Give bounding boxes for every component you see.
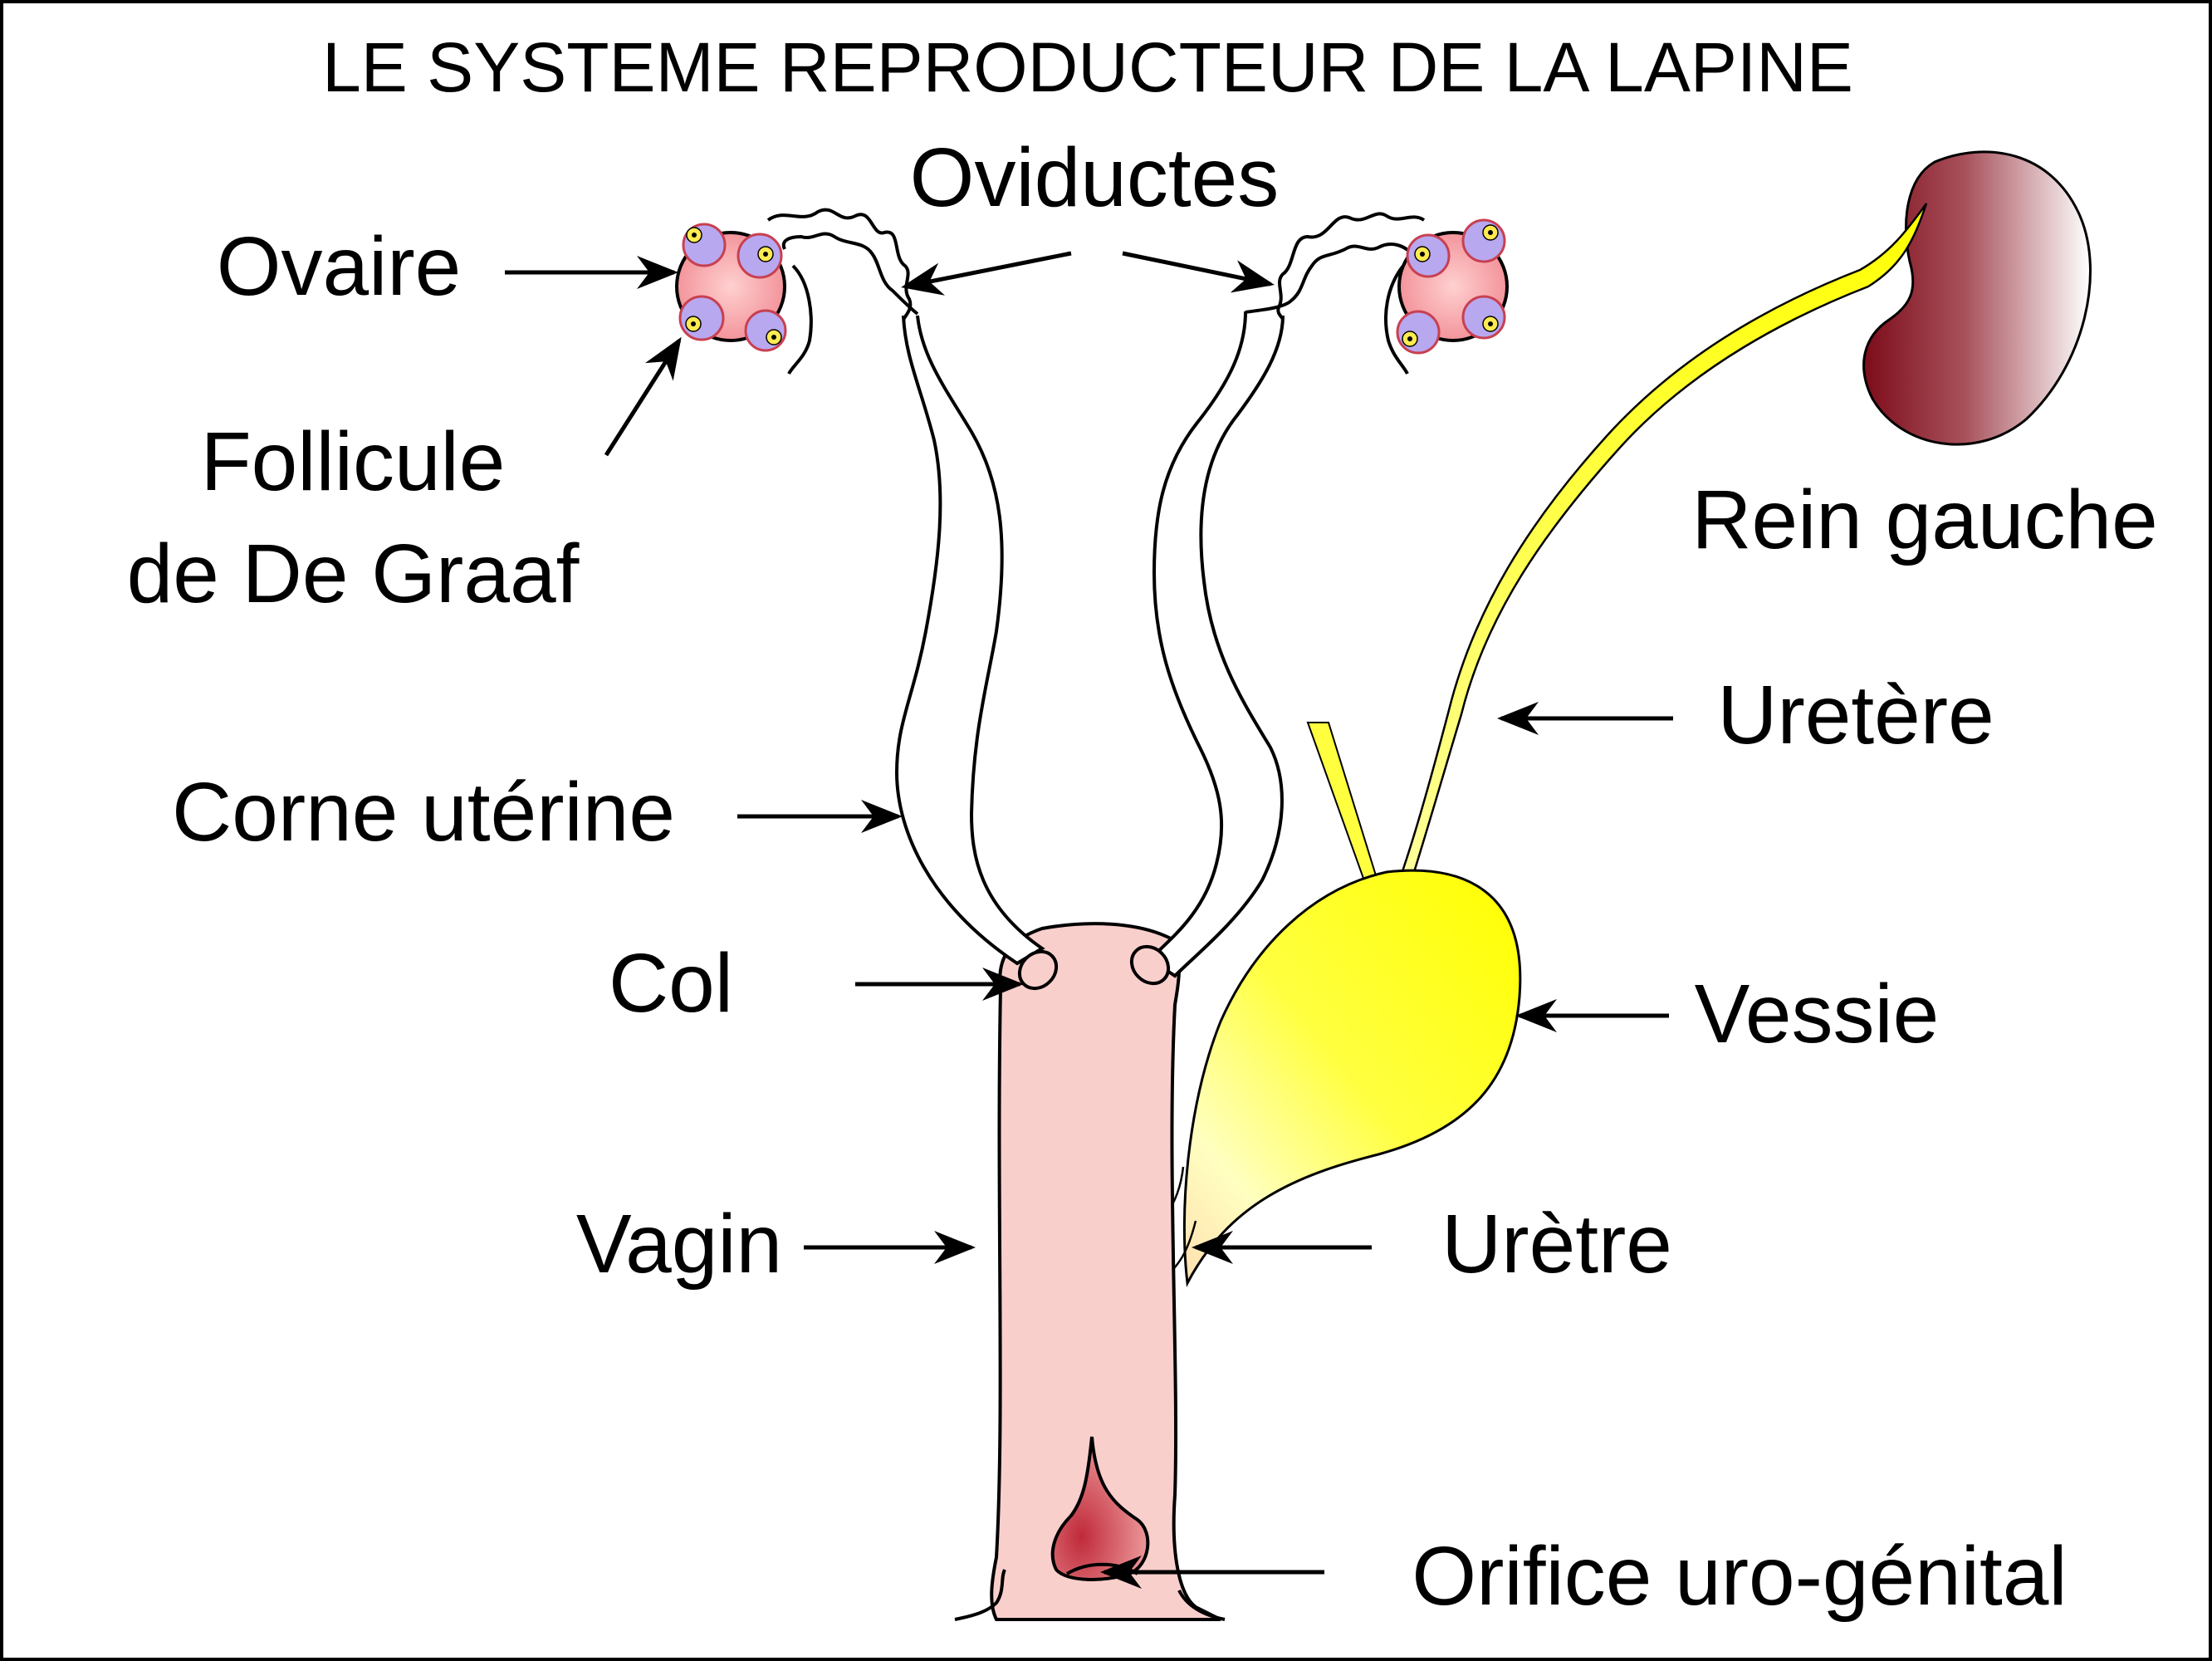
- label-ovaire: Ovaire: [217, 220, 462, 313]
- oviduct-left-inner: [781, 232, 919, 316]
- label-col: Col: [609, 937, 733, 1030]
- arrow-follicule: [604, 336, 682, 457]
- vagina: [990, 922, 1221, 1621]
- cervix-left: [1017, 949, 1059, 991]
- vagina-base-left: [954, 1569, 1006, 1621]
- oviduct-left: [766, 208, 913, 321]
- vagina-base-right: [1177, 1590, 1226, 1621]
- ovary-right: [1396, 218, 1509, 355]
- label-follicule-1: Follicule: [201, 415, 506, 508]
- arrow-oviducte-right: [1122, 251, 1275, 293]
- arrow-oviducte-left: [901, 251, 1072, 296]
- label-uretere: Uretère: [1717, 669, 1994, 762]
- label-follicule-2: de De Graaf: [127, 527, 580, 620]
- label-vagin: Vagin: [576, 1198, 782, 1291]
- label-oviductes: Oviductes: [910, 131, 1280, 224]
- label-corne: Corne utérine: [172, 766, 675, 859]
- label-vessie: Vessie: [1695, 968, 1940, 1061]
- cervix-right: [1129, 944, 1171, 986]
- kidney: [1862, 150, 2092, 446]
- infundibulum-right: [1384, 264, 1409, 375]
- label-orifice: Orifice uro-génital: [1412, 1530, 2067, 1623]
- arrows: [505, 251, 1673, 1589]
- label-uretre: Urètre: [1441, 1198, 1672, 1291]
- orifice: [1050, 1436, 1150, 1581]
- bladder: [1182, 869, 1522, 1287]
- ovary-left: [675, 223, 787, 352]
- uterine-horn-left: [894, 315, 1045, 966]
- page-title: LE SYSTEME REPRODUCTEUR DE LA LAPINE: [322, 28, 1853, 106]
- oviduct-right-inner: [1245, 243, 1413, 314]
- label-rein: Rein gauche: [1691, 473, 2158, 566]
- infundibulum-left: [787, 264, 813, 375]
